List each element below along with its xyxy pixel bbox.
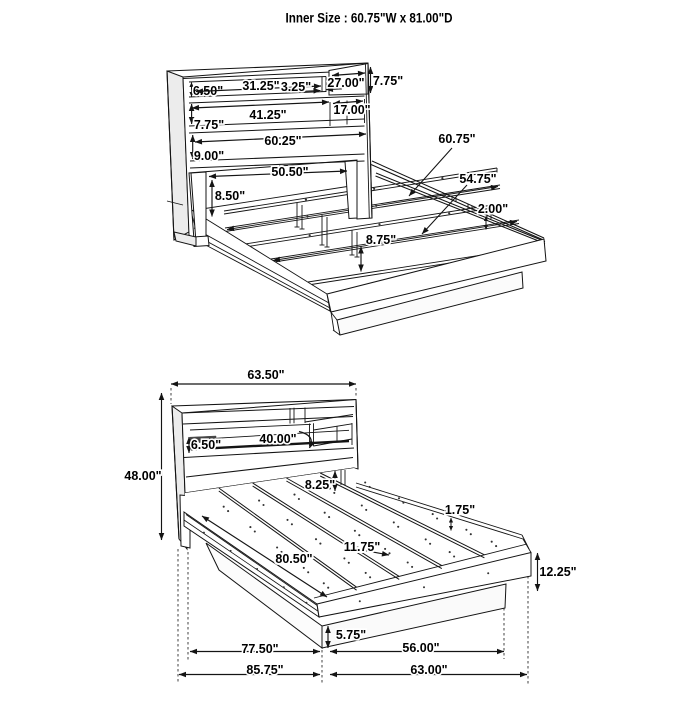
svg-text:80.50": 80.50" bbox=[275, 552, 312, 566]
svg-text:12.25": 12.25" bbox=[539, 565, 576, 579]
svg-text:41.25": 41.25" bbox=[249, 108, 286, 122]
svg-text:60.75": 60.75" bbox=[438, 132, 475, 146]
svg-text:60.25": 60.25" bbox=[264, 134, 301, 148]
svg-text:11.75": 11.75" bbox=[344, 540, 381, 554]
svg-text:27.00": 27.00" bbox=[327, 76, 364, 90]
svg-text:2.00": 2.00" bbox=[478, 202, 508, 216]
svg-text:50.50": 50.50" bbox=[271, 165, 308, 179]
svg-text:3.25": 3.25" bbox=[281, 80, 311, 94]
svg-text:1.75": 1.75" bbox=[445, 503, 475, 517]
svg-text:8.25": 8.25" bbox=[305, 478, 335, 492]
svg-text:85.75": 85.75" bbox=[246, 663, 283, 677]
svg-text:5.75": 5.75" bbox=[336, 628, 366, 642]
svg-text:56.00": 56.00" bbox=[402, 641, 439, 655]
svg-text:63.00": 63.00" bbox=[410, 663, 447, 677]
svg-text:31.25": 31.25" bbox=[242, 79, 279, 93]
svg-text:17.00": 17.00" bbox=[333, 103, 370, 117]
svg-text:6.50": 6.50" bbox=[191, 438, 221, 452]
svg-text:7.75": 7.75" bbox=[194, 118, 224, 132]
svg-text:40.00": 40.00" bbox=[259, 432, 296, 446]
svg-text:77.50": 77.50" bbox=[241, 642, 278, 656]
svg-text:54.75": 54.75" bbox=[459, 172, 496, 186]
svg-text:48.00": 48.00" bbox=[124, 469, 161, 483]
svg-text:8.75": 8.75" bbox=[366, 233, 396, 247]
svg-text:Inner Size : 60.75"W x 81.00"D: Inner Size : 60.75"W x 81.00"D bbox=[286, 11, 453, 26]
svg-text:63.50": 63.50" bbox=[247, 368, 284, 382]
svg-text:8.50": 8.50" bbox=[215, 189, 245, 203]
svg-text:9.00": 9.00" bbox=[194, 149, 224, 163]
svg-text:7.75": 7.75" bbox=[373, 74, 403, 88]
